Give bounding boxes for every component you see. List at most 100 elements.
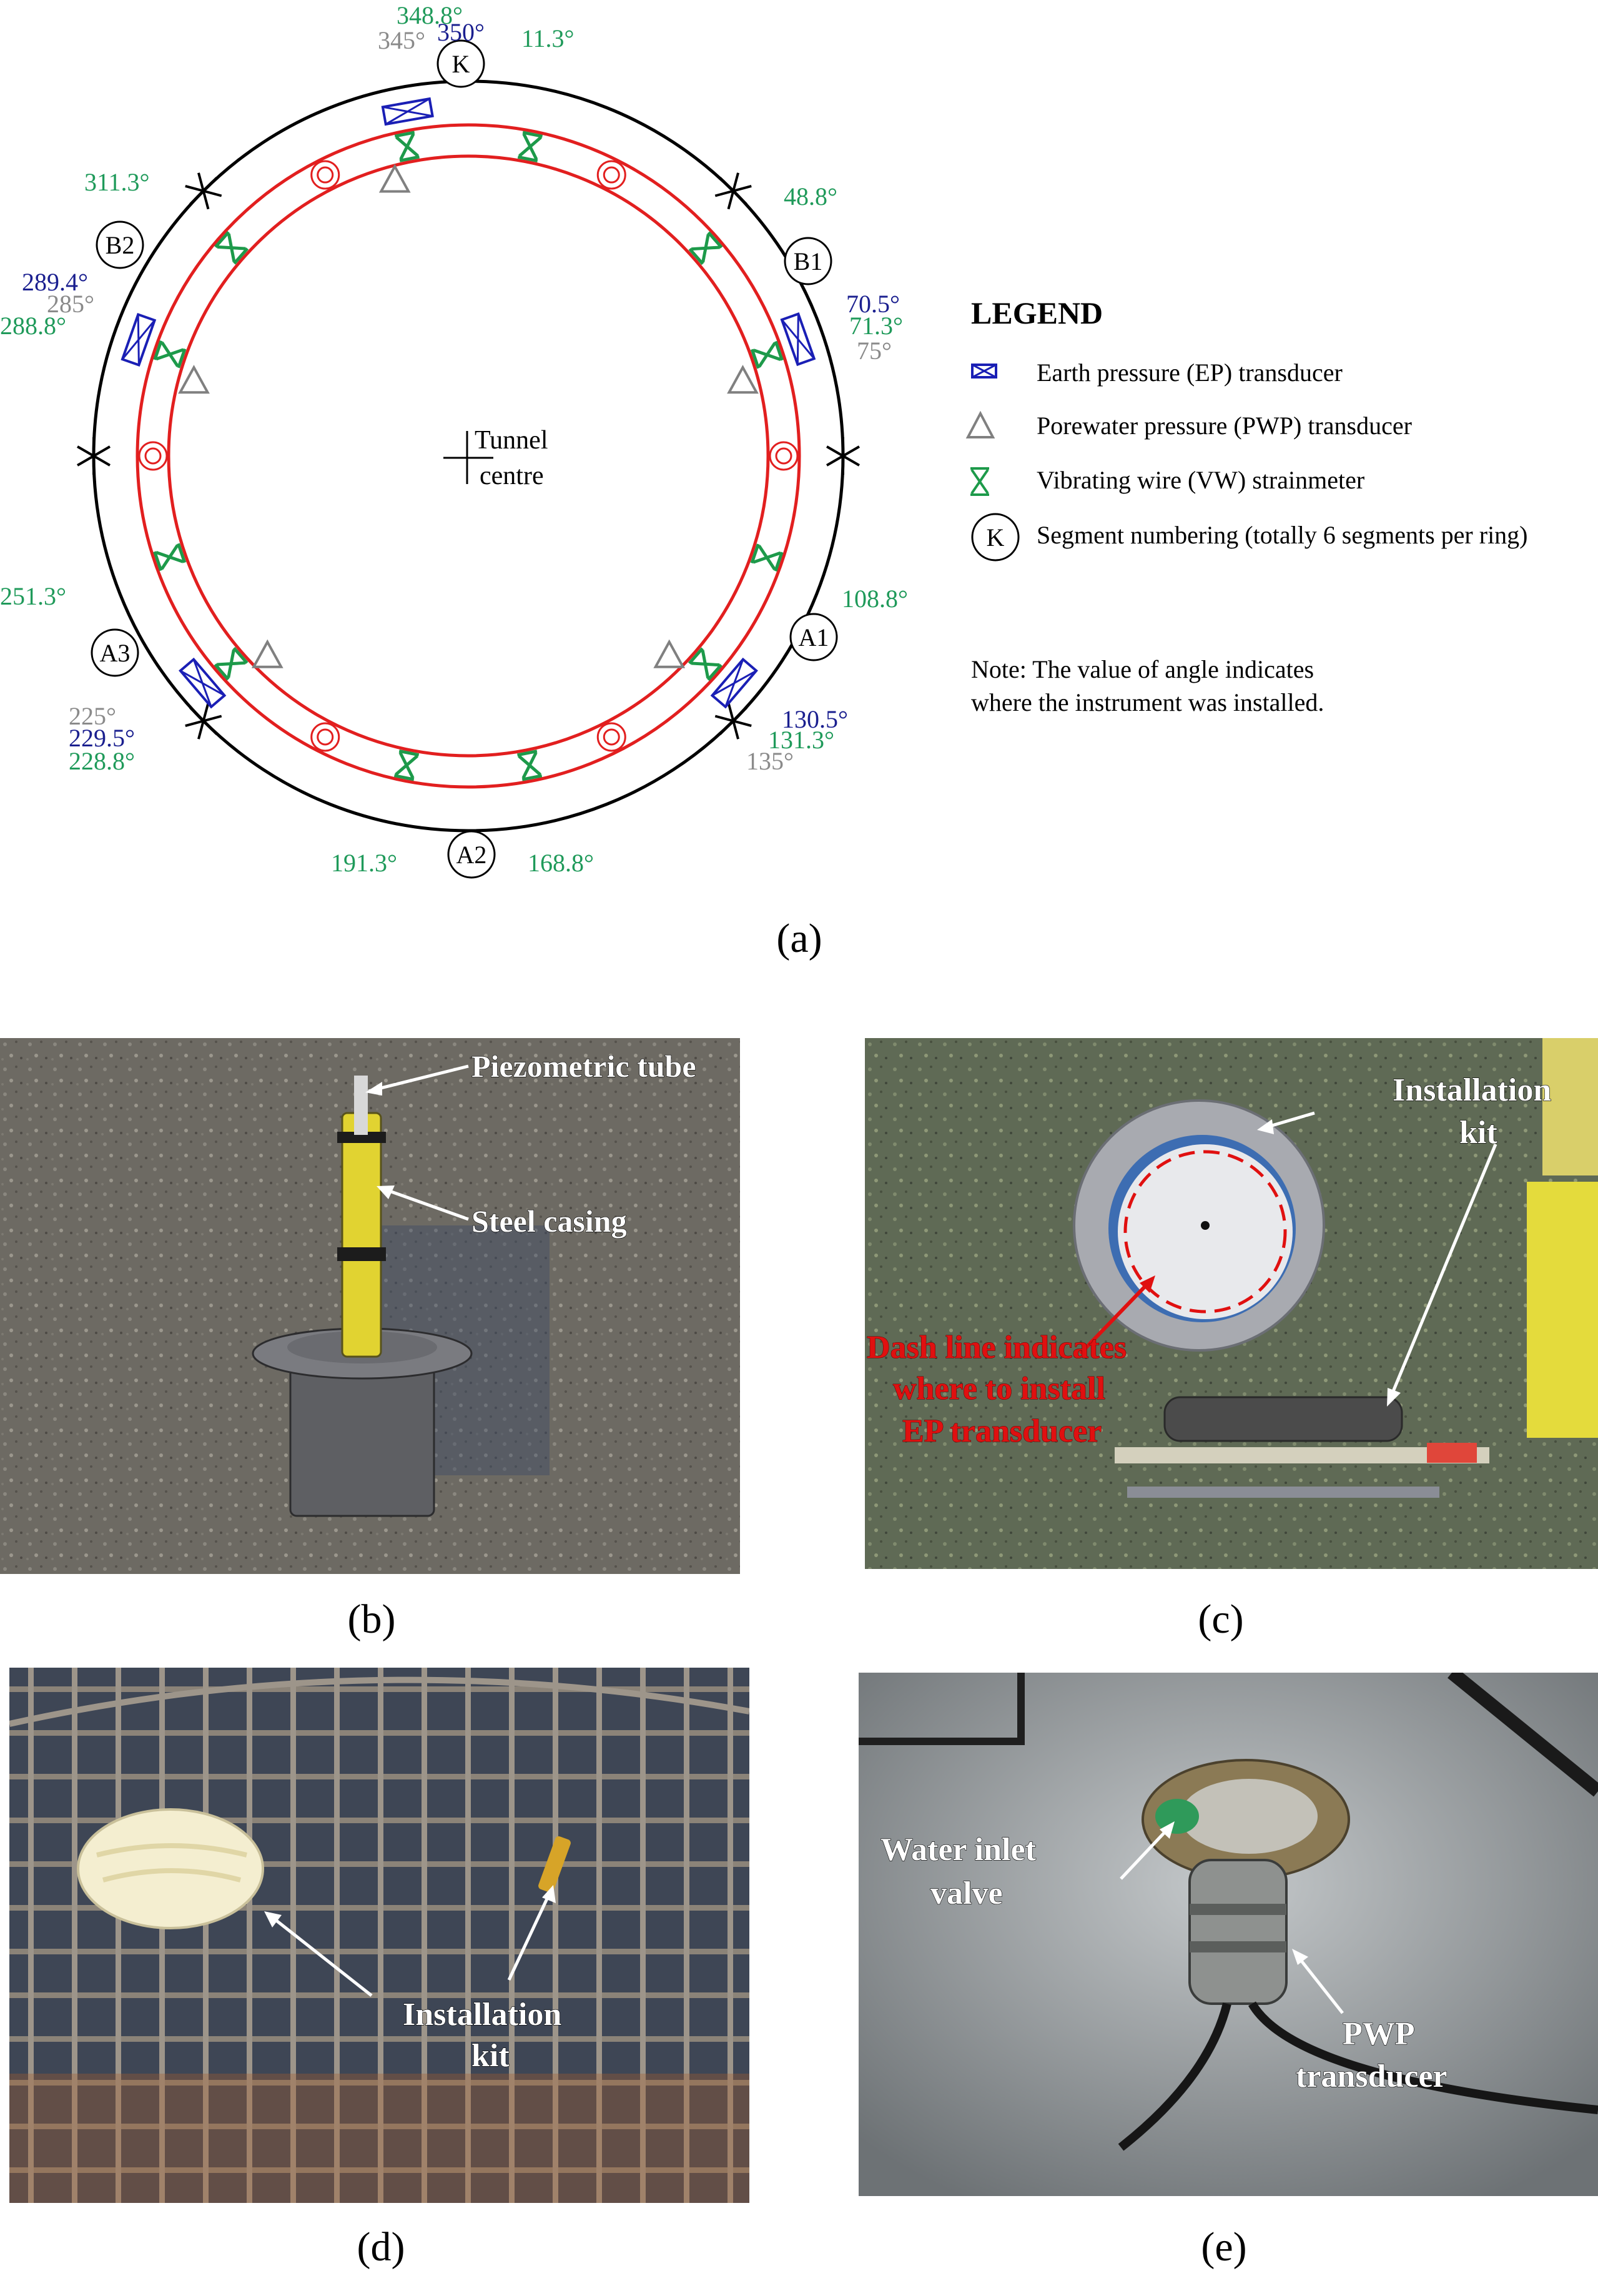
bolt-pocket	[596, 722, 626, 752]
vw-strainmeter-icon	[394, 131, 420, 162]
caption-d: (d)	[357, 2224, 405, 2270]
segment-joints	[77, 172, 860, 740]
angle-vw-228-8: 228.8°	[69, 747, 135, 775]
pwp-transducer-icon	[178, 365, 210, 394]
ep-transducer-icon	[381, 97, 434, 126]
angle-vw-191-3: 191.3°	[331, 849, 397, 877]
segment-label-k: K	[436, 39, 485, 88]
legend-vw-label: Vibrating wire (VW) strainmeter	[1037, 466, 1364, 494]
vw-strainmeter-icon	[393, 750, 420, 781]
joint-marker	[714, 702, 752, 740]
photo-b-label-piezometric-tube: Piezometric tube	[471, 1049, 696, 1084]
vw-strainmeter-icon	[517, 750, 543, 781]
svg-text:A1: A1	[799, 623, 829, 651]
legend-pwp-label: Porewater pressure (PWP) transducer	[1037, 412, 1412, 440]
photo-d-label-installation: Installation	[403, 1997, 561, 2032]
vw-strainmeter-icon	[153, 543, 187, 572]
photo-c-red-label-1: Dash line indicates	[867, 1330, 1127, 1365]
bolt-pocket	[769, 441, 799, 471]
vw-strainmeter-icon	[517, 131, 543, 162]
photo-b-label-steel-casing: Steel casing	[471, 1204, 627, 1239]
vw-strainmeter-icon	[750, 543, 784, 572]
legend-ep-label: Earth pressure (EP) transducer	[1037, 359, 1343, 387]
tunnel-centre-label-1: Tunnel	[475, 426, 548, 455]
legend-segment-icon: K	[971, 513, 1020, 562]
segment-label-a2: A2	[447, 830, 496, 879]
photo-e-label-transducer: transducer	[1296, 2059, 1448, 2094]
photo-c-red-label-2: where to install	[893, 1371, 1105, 1407]
photo-e-label-water-inlet: Water inlet	[880, 1832, 1037, 1868]
segment-label-a3: A3	[91, 628, 139, 677]
pwp-transducer-icon	[378, 164, 411, 193]
vw-strainmeter-icon	[688, 231, 723, 265]
bolt-pocket	[310, 722, 340, 752]
photo-e-label-pwp: PWP	[1343, 2016, 1415, 2052]
angle-pwp-135: 135°	[746, 747, 794, 775]
photo-e-label-valve: valve	[930, 1876, 1003, 1911]
lining-inner-ring	[167, 154, 770, 758]
angle-vw-48-8: 48.8°	[784, 182, 837, 210]
angle-ep-289-4: 289.4°	[22, 268, 88, 296]
angle-ep-130-5: 130.5°	[782, 705, 848, 733]
photo-c-installation-kit: Installation kit Dash line indicates whe…	[865, 1038, 1598, 1569]
legend-vw-icon	[970, 467, 989, 496]
segment-label-b1: B1	[784, 237, 832, 285]
outer-ring	[92, 79, 845, 833]
caption-c: (c)	[1198, 1596, 1244, 1642]
pwp-transducer-icon	[727, 365, 759, 394]
segment-label-a1: A1	[789, 613, 838, 661]
svg-text:A2: A2	[456, 841, 487, 869]
angle-pwp-285: 285°	[47, 290, 94, 318]
angle-vw-168-8: 168.8°	[528, 849, 594, 877]
legend-segment-label: Segment numbering (totally 6 segments pe…	[1037, 521, 1528, 549]
joint-marker	[185, 702, 222, 740]
svg-text:K: K	[452, 50, 470, 78]
photo-c-red-label-3: EP transducer	[902, 1413, 1102, 1449]
joint-marker	[185, 172, 222, 210]
caption-a: (a)	[776, 916, 822, 961]
bolt-pocket	[310, 160, 340, 190]
photo-c-label-installation: Installation	[1393, 1072, 1551, 1108]
legend-note-line2: where the instrument was installed.	[971, 688, 1324, 716]
legend-pwp-icon	[965, 410, 995, 438]
bolt-pocket	[596, 160, 626, 190]
caption-e: (e)	[1201, 2224, 1247, 2270]
tunnel-centre-marker	[443, 431, 493, 484]
joint-marker	[826, 437, 860, 475]
angle-ep-350: 350°	[437, 18, 485, 46]
angle-vw-311-3: 311.3°	[84, 168, 150, 196]
ep-transducer-icon	[179, 657, 227, 709]
vw-strainmeter-icon	[750, 340, 784, 369]
joint-marker	[714, 172, 752, 210]
vw-strainmeter-icon	[153, 340, 187, 369]
pwp-transducer-icon	[251, 639, 284, 668]
angle-vw-348-8: 348.8°	[397, 1, 463, 29]
pwp-transducer-icon	[653, 639, 686, 668]
ep-transducer-icon	[710, 657, 758, 709]
bolt-pockets	[138, 160, 799, 752]
svg-text:K: K	[987, 523, 1005, 552]
photo-d-rebar-cage: Installation kit	[9, 1668, 749, 2203]
ep-transducer-icon	[121, 312, 157, 367]
caption-b: (b)	[347, 1596, 396, 1642]
lining-outer-ring	[136, 123, 801, 789]
legend-title: LEGEND	[971, 295, 1103, 330]
angle-vw-108-8: 108.8°	[842, 585, 908, 613]
photo-d-label-kit: kit	[471, 2038, 510, 2074]
bolt-pocket	[138, 441, 168, 471]
legend-note-line1: Note: The value of angle indicates	[971, 655, 1314, 683]
instrumentation-ring-diagram: Tunnel centre K B1 A1 A2 A3 B2 348.8° 34…	[0, 1, 1528, 879]
vw-strainmeter-icon	[688, 647, 723, 681]
svg-text:B1: B1	[794, 247, 823, 275]
photo-e-pwp-transducer: Water inlet valve PWP transducer	[859, 1673, 1598, 2196]
angle-vw-131-3: 131.3°	[768, 726, 834, 754]
angle-vw-288-8: 288.8°	[0, 312, 66, 340]
photo-c-label-kit: kit	[1459, 1115, 1497, 1150]
segment-label-b2: B2	[96, 220, 144, 269]
legend-ep-icon	[971, 364, 997, 379]
angle-pwp-75: 75°	[857, 337, 892, 365]
angle-pwp-345: 345°	[378, 26, 425, 54]
ep-transducer-icon	[780, 312, 816, 367]
svg-text:B2: B2	[106, 231, 135, 259]
angle-vw-71-3: 71.3°	[849, 312, 903, 340]
